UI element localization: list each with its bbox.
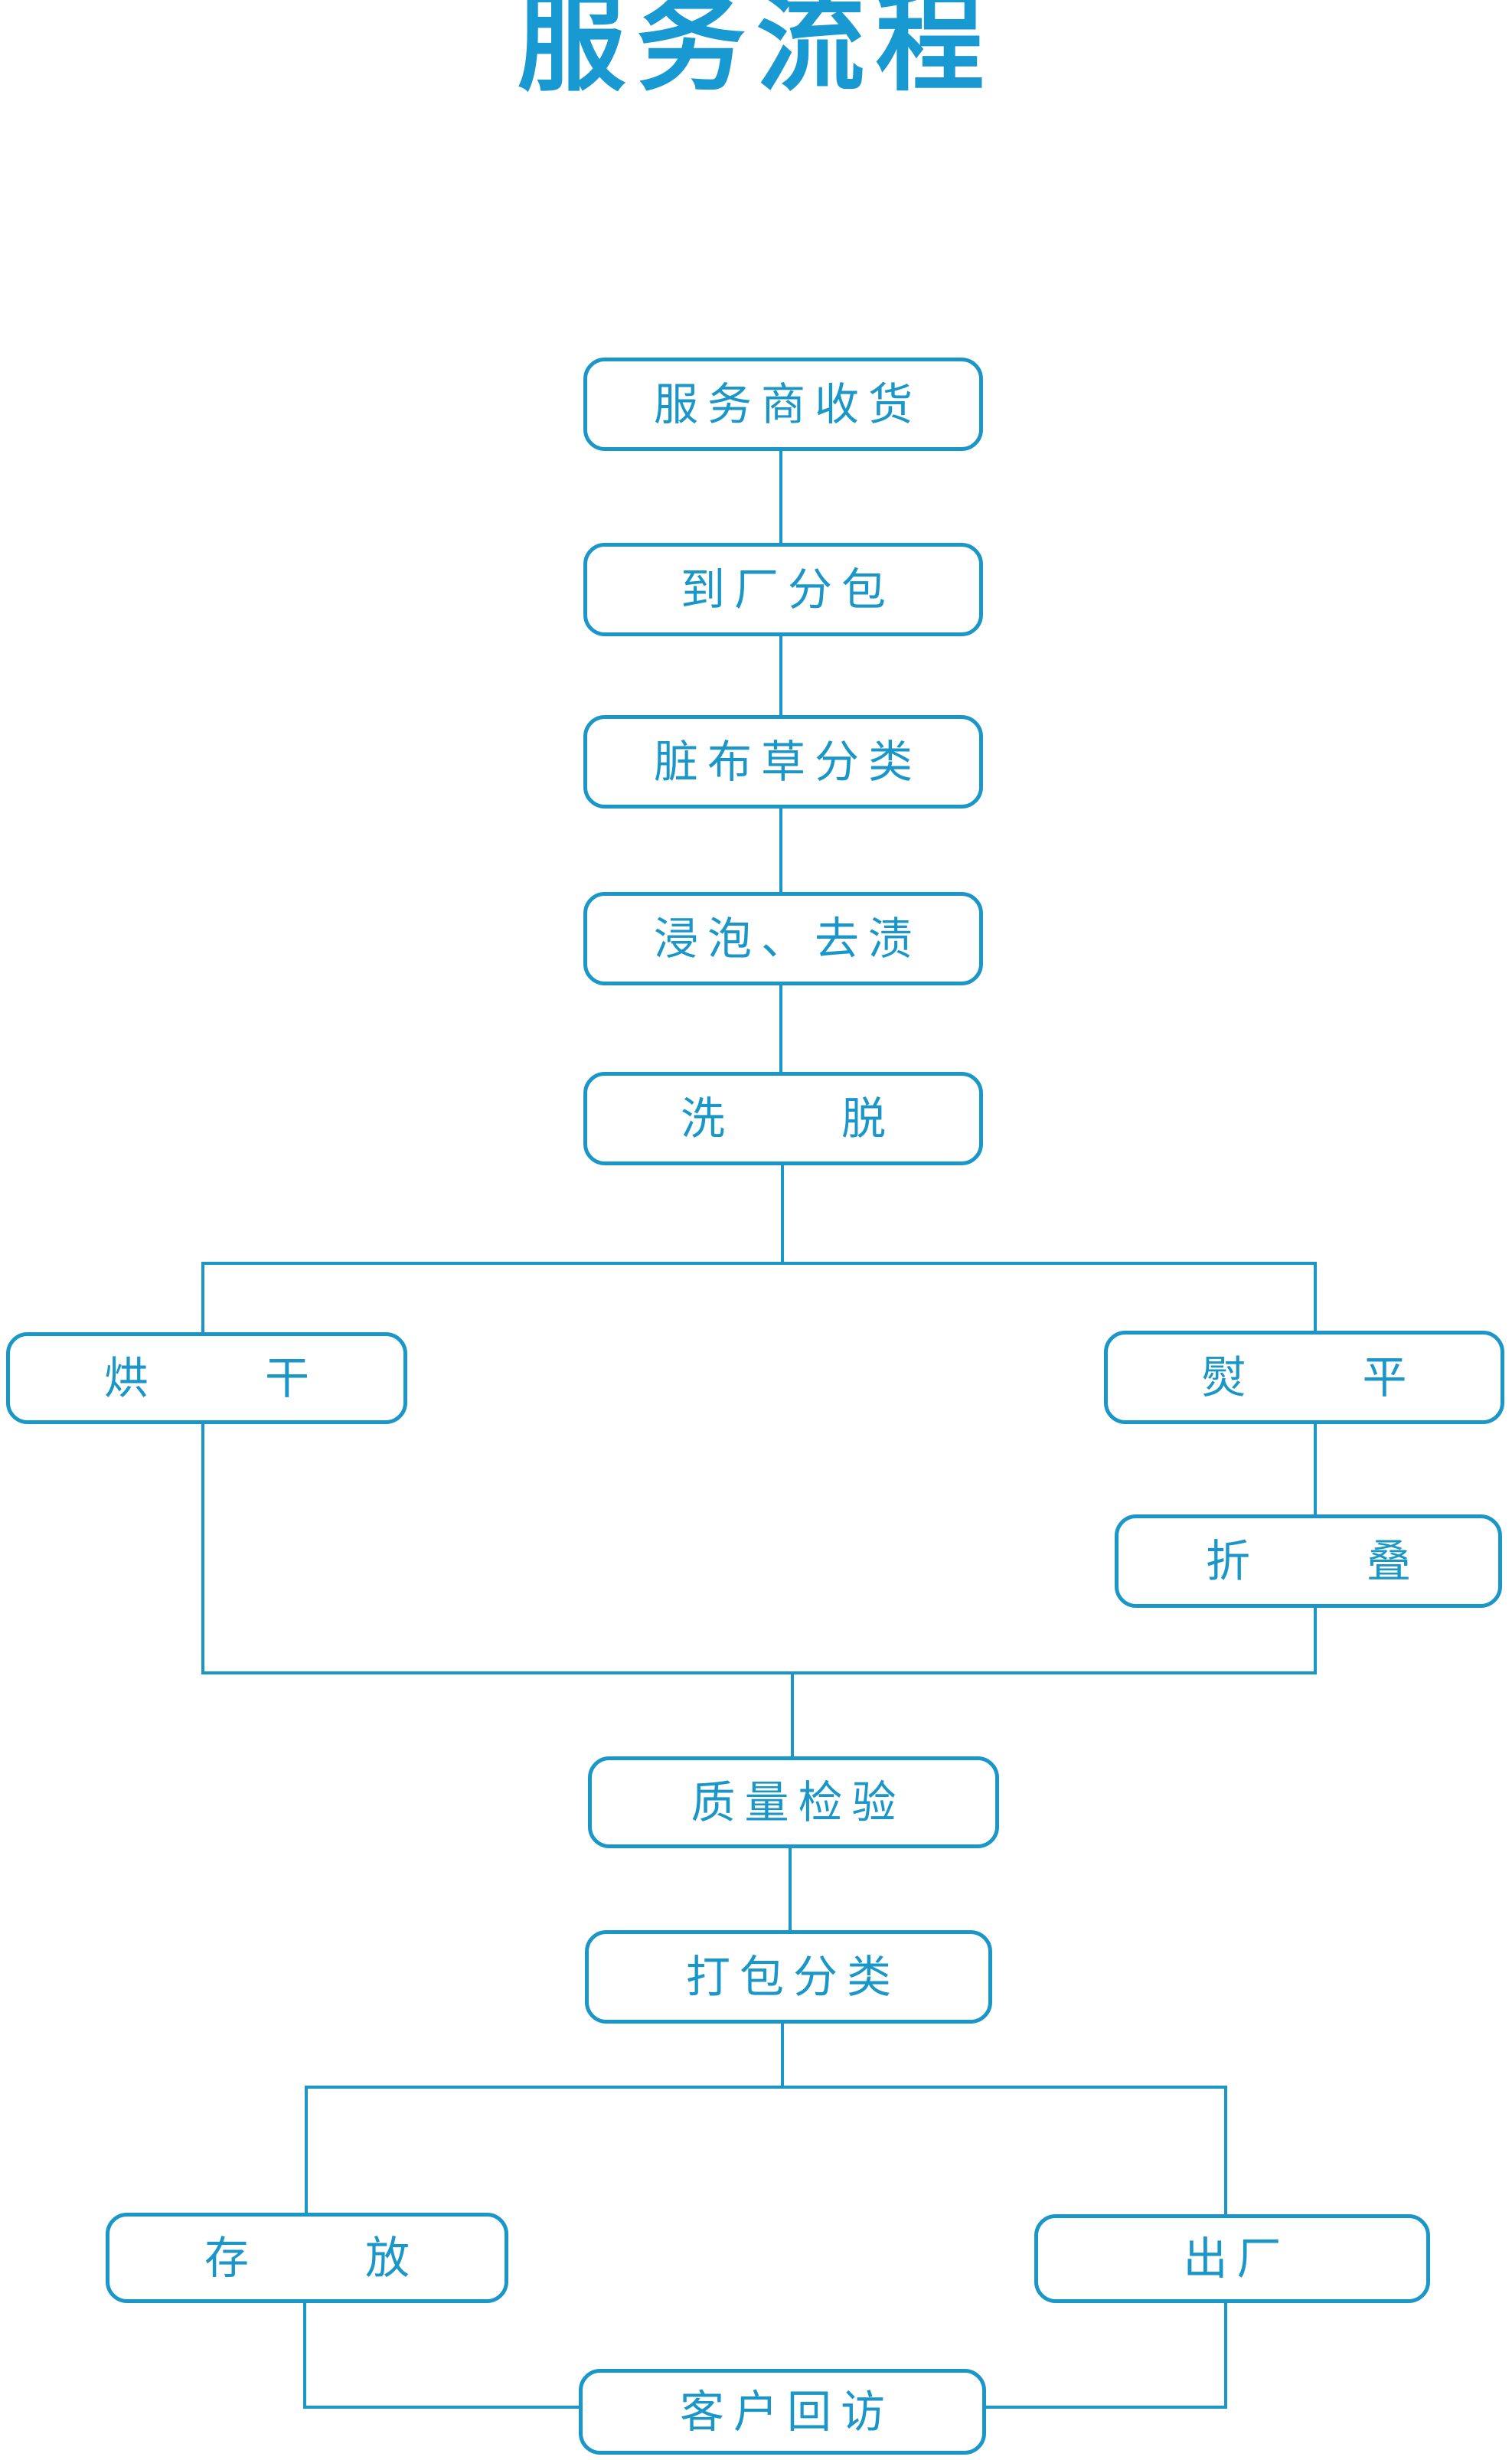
node-label: 烘 干: [103, 1352, 318, 1404]
node-label: 质量检验: [691, 1776, 906, 1828]
merge-horizontal: [201, 1671, 1317, 1674]
connector-qc-to-pack: [789, 1848, 792, 1930]
node-label: 出厂: [1183, 2233, 1291, 2285]
node-label: 打包分类: [685, 1951, 900, 2003]
branch1-left-drop-to-dry: [201, 1262, 204, 1332]
node-label: 折 叠: [1205, 1535, 1420, 1587]
node-label: 服务商收货: [653, 378, 922, 430]
node-iron-flat: 熨 平: [1104, 1331, 1504, 1424]
connector-pack-down: [781, 2024, 784, 2087]
branch2-horizontal: [305, 2086, 1227, 2089]
connector-iron-to-fold: [1314, 1424, 1317, 1514]
connector-ship-to-visit: [985, 2406, 1227, 2409]
node-arrive-factory-unpack: 到厂分包: [583, 543, 983, 636]
connector-receive-to-unpack: [779, 451, 782, 543]
node-wash-extract: 洗 脱: [583, 1072, 983, 1165]
node-leave-factory: 出厂: [1034, 2214, 1430, 2303]
node-service-provider-receiving: 服务商收货: [583, 358, 983, 451]
node-customer-follow-up: 客户回访: [579, 2369, 986, 2455]
connector-soak-to-wash: [779, 985, 782, 1072]
node-packing-sorting: 打包分类: [585, 1930, 992, 2024]
node-dirty-linen-sorting: 脏布草分类: [583, 715, 983, 809]
node-label: 存 放: [204, 2232, 419, 2284]
node-storage: 存 放: [106, 2213, 508, 2303]
connector-fold-to-merge: [1314, 1608, 1317, 1673]
node-tumble-dry: 烘 干: [6, 1332, 407, 1424]
connector-merge-to-qc: [791, 1671, 794, 1756]
branch2-left-drop-to-store: [305, 2086, 308, 2213]
connector-store-down: [303, 2303, 306, 2409]
node-label: 客户回访: [679, 2386, 894, 2438]
connector-unpack-to-sort: [779, 636, 782, 715]
node-label: 熨 平: [1201, 1351, 1416, 1403]
connector-wash-down: [781, 1165, 784, 1263]
connector-ship-down: [1224, 2303, 1227, 2409]
branch2-right-drop-to-ship: [1224, 2086, 1227, 2214]
node-label: 洗 脱: [680, 1093, 895, 1145]
node-label: 脏布草分类: [653, 736, 922, 788]
node-soak-destain: 浸泡、去渍: [583, 892, 983, 985]
connector-sort-to-soak: [779, 809, 782, 892]
node-label: 浸泡、去渍: [653, 913, 922, 965]
page-title: 服务流程: [517, 0, 995, 106]
node-quality-inspection: 质量检验: [588, 1756, 999, 1848]
node-label: 到厂分包: [680, 564, 895, 616]
connector-store-to-visit: [303, 2406, 580, 2409]
branch1-horizontal: [201, 1262, 1317, 1265]
node-fold: 折 叠: [1115, 1514, 1502, 1608]
branch1-right-drop-to-iron: [1314, 1262, 1317, 1331]
connector-dry-to-merge: [201, 1424, 204, 1673]
